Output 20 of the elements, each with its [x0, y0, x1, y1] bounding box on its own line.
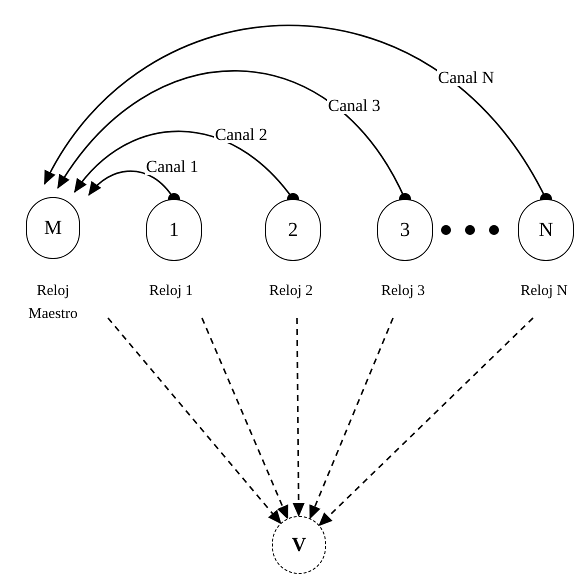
node-label: N [538, 220, 554, 240]
clock-caption: Reloj 2 [268, 282, 314, 301]
clock-caption: Reloj 1 [148, 282, 194, 301]
edge-label: Canal 3 [327, 97, 382, 114]
node-label: M [44, 218, 62, 238]
node-label: 2 [288, 220, 298, 240]
edge-label: Canal 1 [145, 158, 200, 175]
clock-caption: Reloj Maestro [27, 282, 79, 324]
node-label: 1 [169, 220, 179, 240]
dashed-arrow [201, 318, 288, 520]
dashed-arrow [107, 317, 282, 524]
dashed-arrow [292, 318, 305, 517]
edge-label: Canal 2 [214, 126, 268, 143]
edge-label: Canal N [437, 69, 496, 86]
clock-caption: Reloj N [519, 282, 569, 301]
node-label: 3 [400, 220, 410, 240]
dashed-arrow [318, 317, 534, 526]
dashed-arrow [309, 318, 394, 520]
node-label: V [292, 535, 306, 555]
clock-caption: Reloj 3 [380, 282, 426, 301]
